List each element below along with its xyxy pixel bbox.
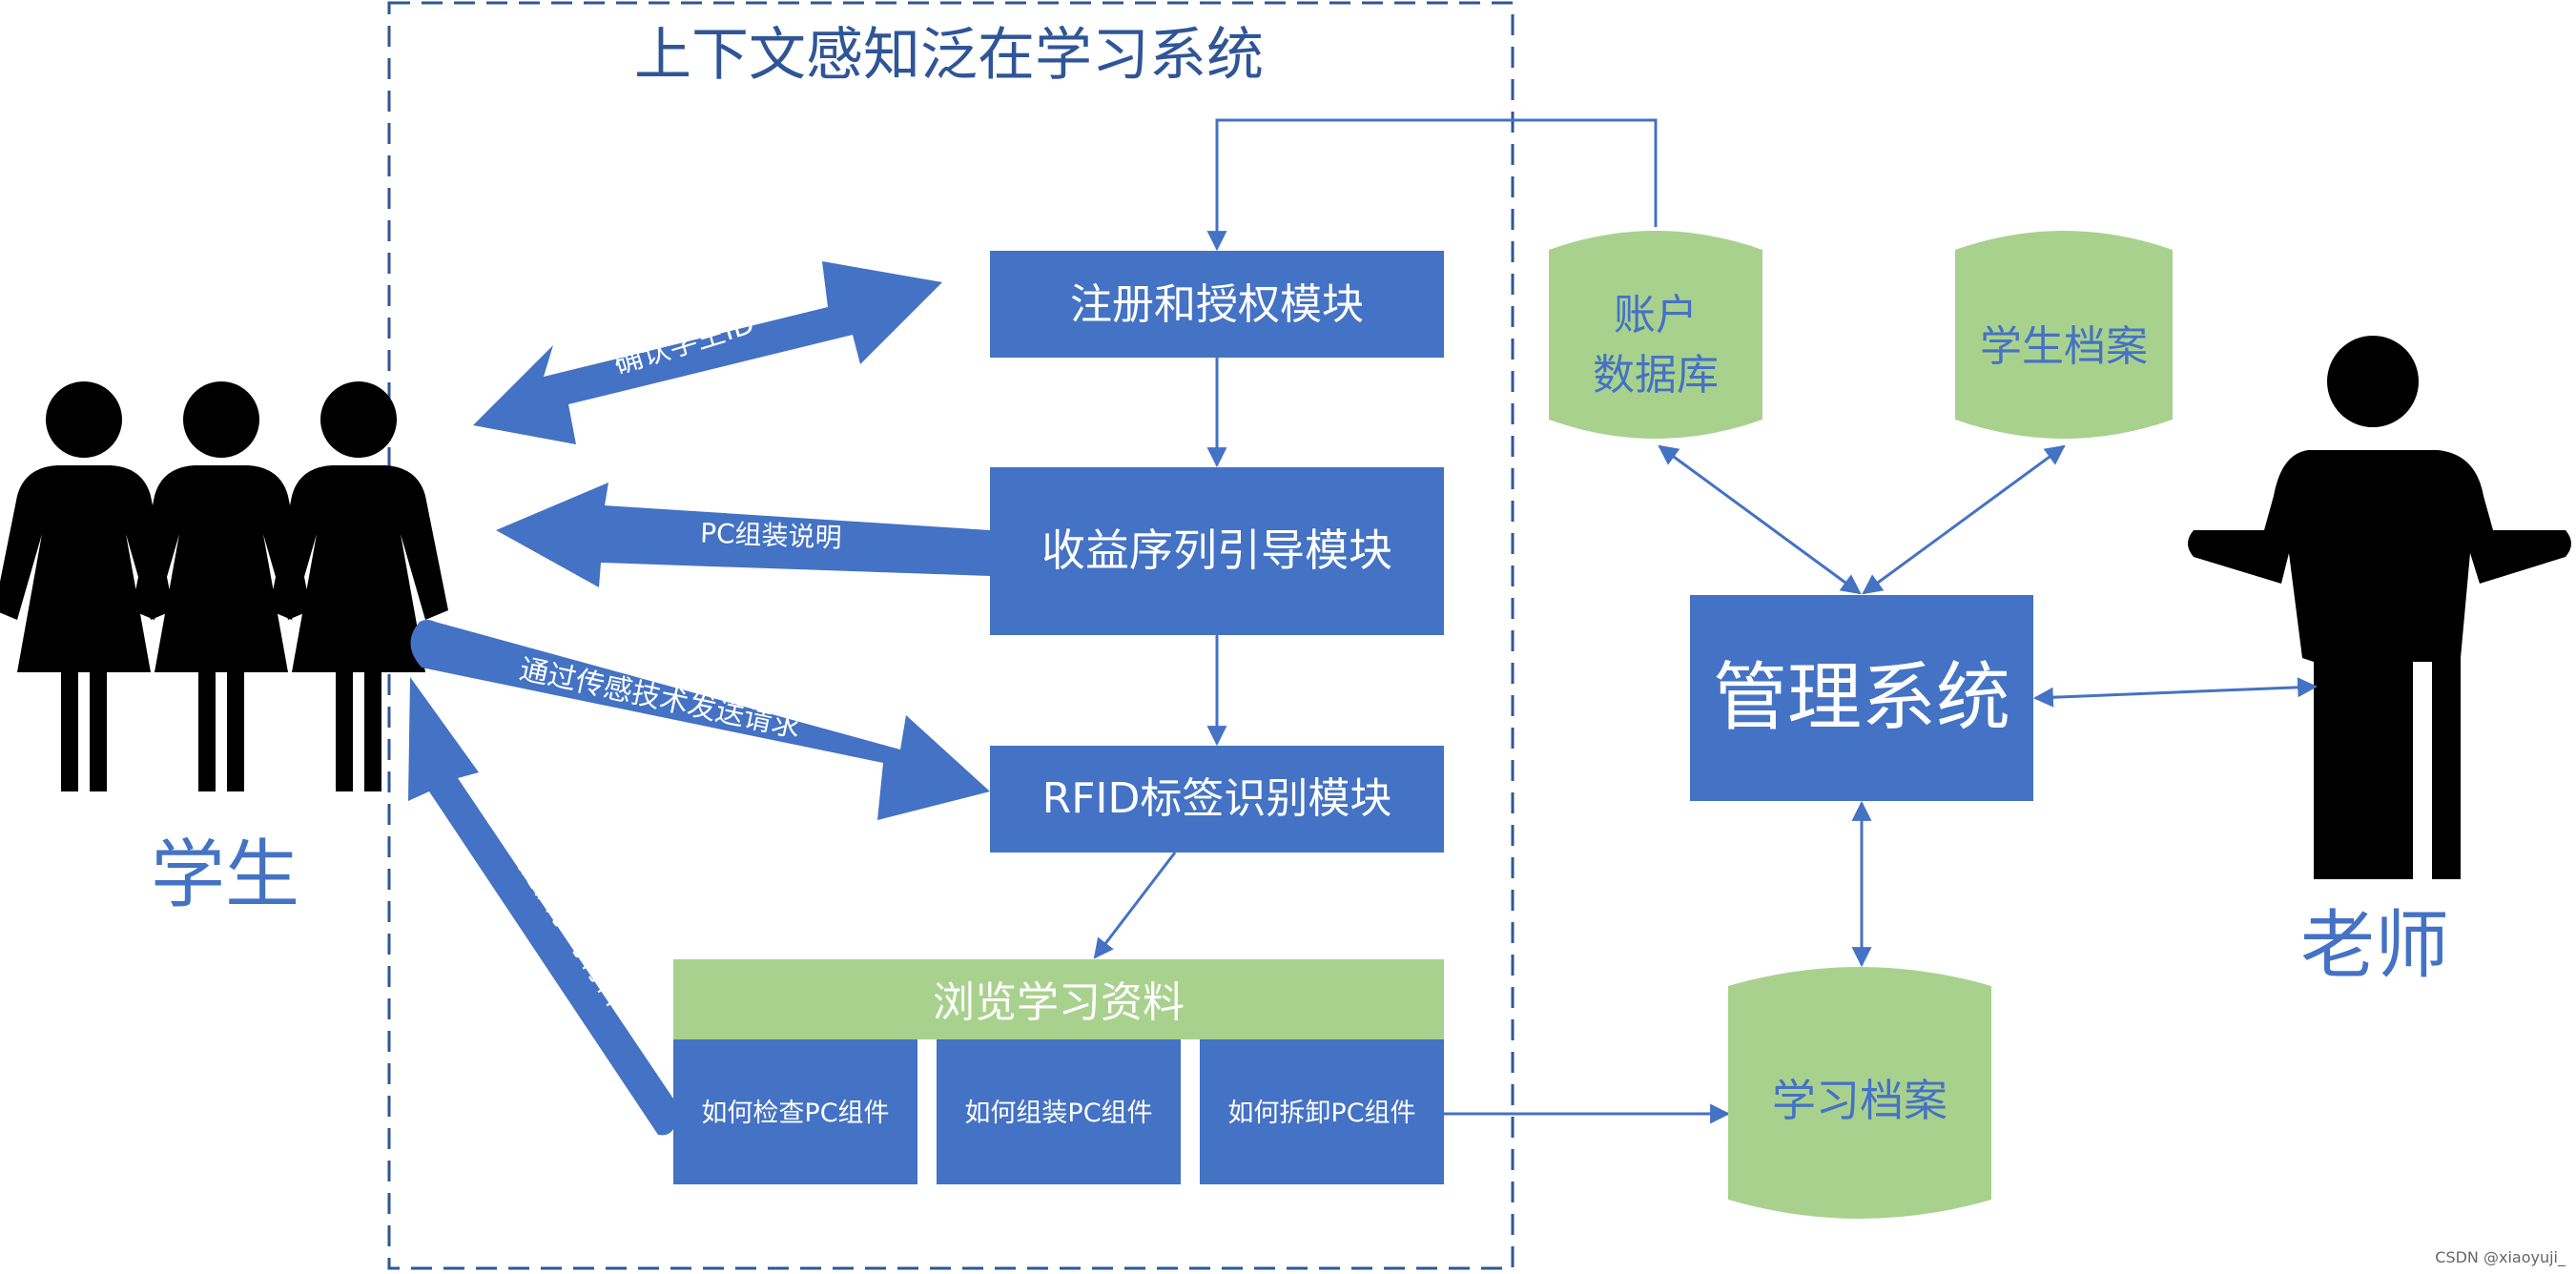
account-database: 账户 数据库 [1549, 231, 1762, 439]
student-profile-label: 学生档案 [1980, 322, 2148, 371]
revenue-module-label: 收益序列引导模块 [1041, 524, 1392, 576]
account-management-connector [1658, 444, 1862, 595]
rfid-module-label: RFID标签识别模块 [1042, 774, 1392, 823]
pc-assembly-arrow [496, 483, 990, 587]
check-pc-box [673, 1039, 917, 1184]
students-icon [0, 381, 448, 791]
teacher-label: 老师 [2300, 903, 2449, 989]
disassemble-pc-box [1200, 1039, 1444, 1184]
flow-arrow-rfid-browse [1093, 852, 1177, 959]
management-system-label: 管理系统 [1713, 655, 2010, 741]
rfid-module [990, 746, 1444, 853]
sensing-request-label: 通过传感技术发送请求 [517, 652, 804, 745]
management-system-box [1690, 595, 2033, 801]
account-database-label-2: 数据库 [1593, 351, 1719, 400]
pc-assembly-label: PC组装说明 [700, 517, 842, 553]
watermark: CSDN @xiaoyuji_ [2435, 1248, 2566, 1267]
assemble-pc-box [937, 1039, 1181, 1184]
browse-materials-header [673, 959, 1444, 1039]
student-profile-database: 学生档案 [1955, 231, 2173, 439]
account-database-label-1: 账户 [1614, 291, 1698, 339]
account-to-register-line [1206, 118, 1658, 252]
provide-materials-arrow [408, 677, 678, 1136]
system-boundary [387, 1, 1515, 1270]
confirm-id-double-arrow [473, 261, 942, 444]
learning-profile-label: 学习档案 [1772, 1075, 1947, 1126]
disassemble-pc-label: 如何拆卸PC组件 [1227, 1099, 1415, 1128]
revenue-module [990, 467, 1444, 635]
assemble-pc-label: 如何组装PC组件 [964, 1099, 1152, 1128]
provide-materials-label: 为学生提供学习材料 [465, 779, 633, 1014]
students-label: 学生 [151, 832, 299, 918]
check-pc-label: 如何检查PC组件 [701, 1099, 889, 1128]
teacher-icon [2188, 336, 2571, 879]
register-module [990, 251, 1444, 358]
sensing-request-arrow [410, 620, 990, 820]
register-module-label: 注册和授权模块 [1070, 280, 1364, 329]
profile-management-connector [1862, 444, 2066, 595]
browse-materials-label: 浏览学习资料 [933, 978, 1185, 1027]
management-teacher-connector [2032, 677, 2318, 708]
system-title: 上下文感知泛在学习系统 [634, 22, 1264, 89]
learning-profile-database: 学习档案 [1728, 967, 1991, 1219]
